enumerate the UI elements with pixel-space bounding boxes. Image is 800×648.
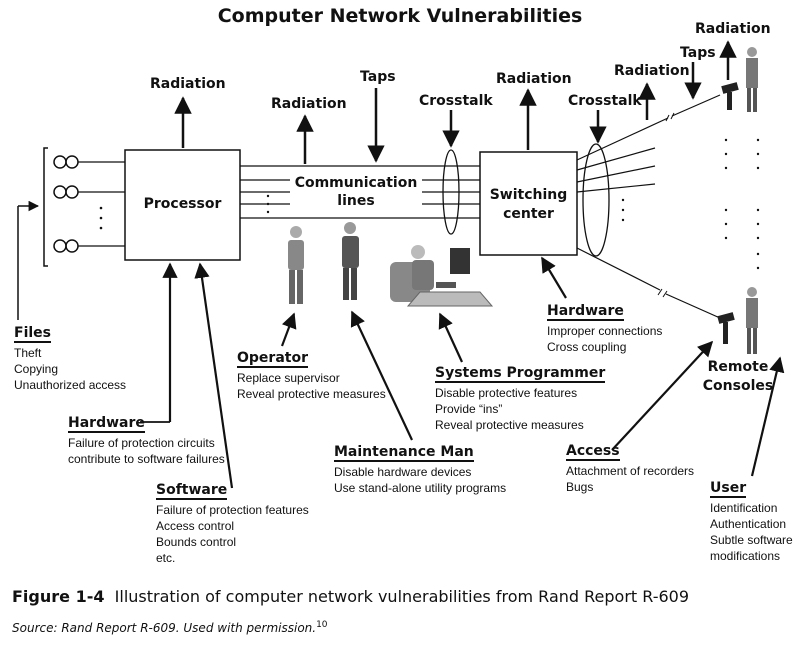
threat-hardware-switch-heading: Hardware [547,303,624,321]
remote-console-user-icon [721,47,758,112]
threat-access-heading: Access [566,443,620,461]
threat-access-item: Bugs [566,480,594,494]
remote-console-user-icon [717,287,758,354]
systems-programmer-arrow [438,312,463,363]
figure-source: Source: Rand Report R-609. Used with per… [12,620,328,635]
label-radiation-remote: Radiation [614,63,690,79]
file-storage-group [17,147,125,320]
programmer-workstation-icon [390,245,494,307]
threat-user-item: Identification [710,501,778,515]
threat-systems-programmer-heading: Systems Programmer [435,365,606,383]
label-taps-remote: Taps [680,45,716,61]
threat-maintenance-man: Maintenance Man Disable hardware devices… [334,443,506,496]
label-crosstalk-right: Crosstalk [568,93,642,109]
file-reel-icon [53,239,79,253]
software-arrow [194,262,234,489]
threat-maintenance-man-heading: Maintenance Man [334,444,474,462]
crosstalk-coupling-left [442,149,460,235]
threat-operator: Operator Replace supervisor Reveal prote… [237,349,386,402]
remote-consoles-label: Remote Consoles [698,358,778,396]
user-arrow [750,356,785,477]
label-radiation-switch: Radiation [496,71,572,87]
switching-center-box [479,151,578,256]
threat-hardware-switch-item: Improper connections [547,324,663,338]
communication-lines-label: Communication lines [290,174,422,210]
maintenance-man-icon [342,222,359,300]
threat-software-item: etc. [156,551,176,565]
threat-files: Files Theft Copying Unauthorized access [14,324,126,393]
threat-software-item: Access control [156,519,235,533]
label-radiation-processor: Radiation [150,76,226,92]
threat-hardware-processor-heading: Hardware [68,415,145,433]
threat-operator-item: Reveal protective measures [237,387,386,401]
processor-box [124,149,241,261]
threat-hardware-processor-item: Failure of protection circuits [68,436,215,450]
figure-caption: Figure 1-4 Illustration of computer netw… [12,587,689,606]
figure-caption-text: Illustration of computer network vulnera… [114,587,690,606]
operator-arrow [280,312,297,347]
file-reel-icon [53,155,79,169]
threat-systems-programmer-item: Provide “ins” [435,402,503,416]
threat-files-item: Unauthorized access [14,378,127,392]
threat-user-item: Authentication [710,517,787,531]
figure-caption-label: Figure 1-4 [12,587,105,606]
threat-hardware-processor: Hardware Failure of protection circuits … [68,414,225,467]
threat-operator-heading: Operator [237,350,308,368]
file-reel-icon [53,185,79,199]
figure-source-footnote: 10 [316,620,328,630]
figure-source-text: Source: Rand Report R-609. Used with per… [12,621,317,635]
threat-software-item: Failure of protection features [156,503,309,517]
switching-center-label-line1: Switching [489,187,568,203]
threat-maintenance-man-item: Disable hardware devices [334,465,472,479]
threat-files-item: Theft [14,346,42,360]
threat-software-item: Bounds control [156,535,237,549]
threat-systems-programmer-item: Disable protective features [435,386,578,400]
threat-user-item: Subtle software [710,533,793,547]
processor-label: Processor [143,196,222,212]
communication-lines-label-line1: Communication [294,175,418,191]
threat-access: Access Attachment of recorders Bugs [566,442,694,495]
operator-person-icon [288,226,304,304]
label-taps-lines: Taps [360,69,396,85]
console-ellipsis [724,138,760,270]
switching-center-label: Switching center [480,186,577,224]
remote-consoles-label-line1: Remote [707,359,769,375]
threat-user-item: modifications [710,549,781,563]
crosstalk-coupling-right [582,143,610,257]
threat-systems-programmer: Systems Programmer Disable protective fe… [435,364,606,433]
label-radiation-console: Radiation [695,21,771,37]
remote-lines [576,94,721,319]
label-radiation-lines: Radiation [271,96,347,112]
diagram-title: Computer Network Vulnerabilities [217,5,583,27]
threat-hardware-processor-item: contribute to software failures [68,452,225,466]
threat-files-item: Copying [14,362,59,376]
threat-software-heading: Software [156,482,228,500]
threat-maintenance-man-item: Use stand-alone utility programs [334,481,507,495]
access-arrow [611,340,714,451]
threat-access-item: Attachment of recorders [566,464,695,478]
threat-user: User Identification Authentication Subtl… [710,479,793,564]
hardware-switch-arrow [541,256,567,299]
threat-operator-item: Replace supervisor [237,371,340,385]
communication-lines-label-line2: lines [337,193,375,209]
threat-files-heading: Files [14,325,51,343]
maintenance-arrow [350,310,413,441]
label-crosstalk-left: Crosstalk [419,93,493,109]
threat-systems-programmer-item: Reveal protective measures [435,418,584,432]
threat-user-heading: User [710,480,747,498]
remote-consoles-label-line2: Consoles [702,378,774,394]
threat-hardware-switch: Hardware Improper connections Cross coup… [547,302,662,355]
threat-hardware-switch-item: Cross coupling [547,340,627,354]
switching-center-label-line2: center [503,206,554,222]
threat-software: Software Failure of protection features … [156,481,309,566]
